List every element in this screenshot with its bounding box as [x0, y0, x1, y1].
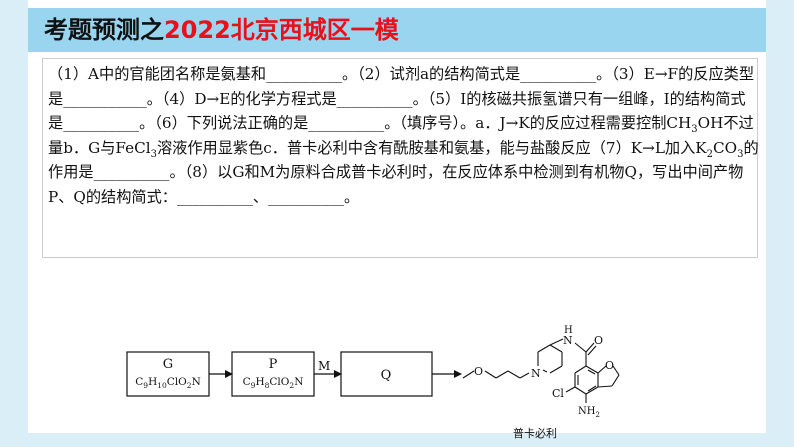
subscript: 3	[150, 148, 157, 160]
bond	[574, 342, 587, 353]
bond	[549, 365, 563, 374]
bond	[549, 344, 563, 353]
atom-cl: Cl	[552, 387, 564, 400]
prucalopride-structure	[462, 338, 620, 403]
bond	[574, 386, 587, 395]
question-text-run: OH不过量b．G与FeCl	[48, 114, 754, 157]
bond	[585, 365, 599, 374]
subscript: 3	[691, 124, 698, 136]
bond	[574, 365, 587, 374]
question-text-box	[42, 58, 758, 258]
box-g-label: G	[163, 357, 173, 372]
title-highlight: 2022北京西城区一模	[164, 16, 399, 44]
slide-title: 考题预测之2022北京西城区一模	[44, 14, 399, 46]
atom-o-carbonyl: O	[594, 334, 603, 347]
bond	[585, 342, 595, 353]
bond	[612, 365, 620, 376]
bond	[495, 370, 509, 379]
bond	[537, 344, 551, 353]
box-g-formula: C9H10ClO2N	[135, 376, 201, 390]
atom-n-amide: N	[563, 334, 573, 347]
atom-o-ether: O	[474, 365, 483, 378]
subscript: 2	[706, 148, 714, 160]
title-bar	[28, 8, 766, 52]
question-text-run: （1）A中的官能团名称是氨基和__________。（2）试剂a的结构简式是__…	[48, 65, 755, 132]
bond	[597, 385, 613, 388]
question-text-run: 溶液作用显紫色c．普卡必利中含有酰胺基和氨基，能与盐酸反应（7）K→L加入K	[156, 138, 707, 157]
bond	[587, 369, 596, 375]
bond	[507, 370, 521, 379]
right-frame-band	[766, 0, 794, 447]
title-prefix: 考题预测之	[44, 16, 164, 44]
question-text-run: CO	[713, 138, 738, 157]
subscript: 3	[737, 148, 744, 160]
product-name: 普卡必利	[513, 426, 557, 440]
box-p-formula: C9H8ClO2N	[243, 376, 304, 390]
bond	[611, 374, 620, 387]
bond	[519, 372, 530, 379]
question-text: （1）A中的官能团名称是氨基和__________。（2）试剂a的结构简式是__…	[48, 62, 760, 209]
atom-o-ring: O	[605, 359, 614, 372]
bond	[484, 370, 497, 379]
bond	[597, 365, 607, 374]
bond	[462, 370, 475, 379]
atom-h-amide: H	[564, 325, 573, 336]
question-text-run: 的作用是__________。（8）以G和M为原料合成普卡必利时，在反应体系中检…	[48, 138, 759, 206]
bond	[585, 386, 599, 395]
bond	[565, 386, 576, 393]
bond	[587, 385, 597, 392]
bottom-frame-band	[0, 433, 794, 447]
arrow-m-label: M	[318, 359, 330, 373]
bond	[549, 338, 564, 346]
atom-n-piperidine: N	[531, 367, 541, 380]
atom-nh2: NH2	[578, 406, 600, 419]
bond	[542, 369, 548, 373]
box-p-label: P	[269, 357, 278, 372]
box-q-label: Q	[381, 368, 392, 383]
left-frame-band	[0, 0, 28, 447]
bond	[587, 345, 597, 356]
